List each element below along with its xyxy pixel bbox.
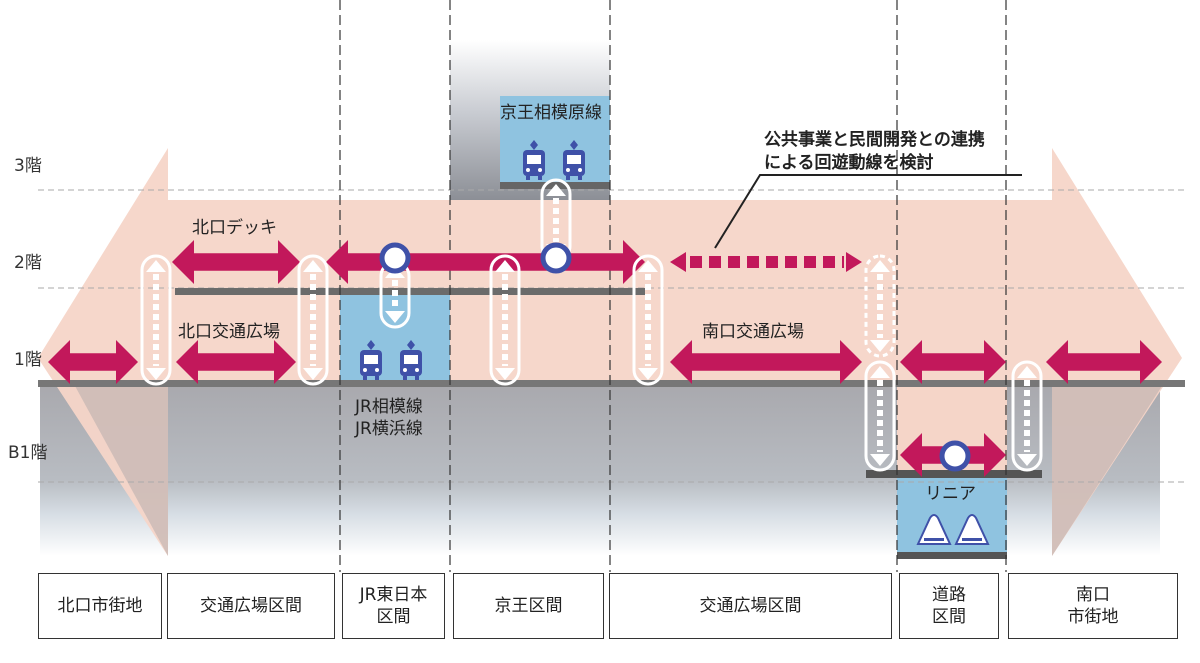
keio-train-icon-1-light-right (538, 168, 542, 172)
jr-train-icon-1-wheel-right (375, 376, 379, 380)
floor-label-b1: B1階 (8, 443, 47, 463)
south-upper-vertical-up-head (870, 260, 890, 272)
section-south-plaza: 交通広場区間 (609, 573, 892, 639)
north-plaza-vertical-1 (140, 254, 172, 386)
jr-train-icon-2-window (404, 355, 418, 364)
south-plaza-1f-arrow (670, 340, 862, 384)
linear-train-icon-2 (954, 514, 990, 545)
keio-line-label: 京王相模原線 (500, 103, 602, 123)
section-dividers (339, 0, 1007, 572)
keio-train-icon-2-pantograph (570, 140, 578, 150)
keio-platform-zone (500, 96, 610, 184)
keio-train-icon-1-wheel-right (538, 176, 542, 180)
collaboration-route-arrow-right-head (846, 252, 862, 272)
jr-train-icon-1-window (364, 355, 378, 364)
jr-train-icon-1-light-left (363, 368, 367, 372)
north-plaza-label: 北口交通広場 (178, 322, 280, 342)
linear-train-icon-1 (916, 514, 952, 545)
section-keio: 京王区間 (453, 573, 604, 639)
south-upper-vertical (864, 254, 896, 358)
keio-train-icon-1-light-left (526, 168, 530, 172)
jr-sagami-label: JR相模線 (354, 397, 423, 417)
keio-area-vertical-down-head (495, 368, 515, 380)
linear-train-icon-2-body (954, 514, 990, 545)
keio-area-vertical (489, 254, 521, 386)
jr-train-icon-1-wheel-left (363, 376, 367, 380)
keio-train-icon-2-window (567, 155, 581, 164)
keio-train-icon-1-window (527, 155, 541, 164)
jr-train-icon-2 (400, 340, 422, 380)
concourse-2f-arrow (326, 240, 645, 284)
jr-vertical-down-head (385, 311, 405, 323)
b1-slab (866, 470, 1042, 478)
south-plaza-vertical-up-head (638, 260, 658, 272)
south-city-b1-vertical-up-head (1017, 366, 1037, 378)
jr-train-icon-2-wheel-left (403, 376, 407, 380)
jr-train-icon-1-light-right (375, 368, 379, 372)
collaboration-route-arrow-left-head (670, 252, 686, 272)
north-city-1f-arrow (48, 340, 138, 384)
section-north-plaza: 交通広場区間 (167, 573, 335, 639)
floor-label-3f: 3階 (14, 156, 42, 176)
floor-label-2f: 2階 (14, 253, 42, 273)
south-upper-vertical-down-head (870, 340, 890, 352)
south-b1-vertical-down-head (870, 454, 890, 466)
keio-train-icon-2-wheel-left (566, 176, 570, 180)
keio-train-icon-2 (563, 140, 585, 180)
jr-train-icon-2-light-right (415, 368, 419, 372)
linear-train-icon-1-body (916, 514, 952, 545)
section-jr-east: JR東日本 区間 (342, 573, 445, 639)
keio-train-icon-2-light-left (566, 168, 570, 172)
north-plaza-vertical-2-down-head (303, 368, 323, 380)
jr-train-icon-1-pantograph (367, 340, 375, 350)
north-deck-arrow (172, 240, 300, 284)
south-b1-vertical-up-head (870, 366, 890, 378)
south-plaza-label: 南口交通広場 (702, 322, 804, 342)
linear-train-icon-2-stripe (962, 538, 982, 541)
north-plaza-vertical-1-down-head (146, 368, 166, 380)
keio-train-icon-1-pantograph (530, 140, 538, 150)
jr-train-icon-2-wheel-right (415, 376, 419, 380)
keio-train-icon-2-light-right (578, 168, 582, 172)
south-plaza-vertical (632, 254, 664, 386)
keio-train-icon-2-wheel-right (578, 176, 582, 180)
linear-platform-zone (897, 478, 1007, 552)
callout-text-line2: による回遊動線を検討 (764, 152, 934, 173)
south-city-b1-vertical (1011, 360, 1043, 472)
jr-station-ring (379, 242, 411, 274)
linear-train-icon-1-stripe (924, 538, 944, 541)
north-plaza-1f-arrow (176, 340, 296, 384)
north-plaza-vertical-2 (297, 254, 329, 386)
keio-area-vertical-up-head (495, 260, 515, 272)
section-road: 道路 区間 (899, 573, 999, 639)
north-plaza-vertical-2-up-head (303, 260, 323, 272)
north-plaza-vertical-1-up-head (146, 260, 166, 272)
floor-label-1f: 1階 (14, 350, 42, 370)
ground-slab-1f (38, 380, 1185, 387)
south-city-b1-vertical-down-head (1017, 454, 1037, 466)
keio-train-icon-1-wheel-left (526, 176, 530, 180)
jr-yokohama-label: JR横浜線 (354, 419, 423, 439)
keio-station-ring (540, 242, 572, 274)
callout-text-line1: 公共事業と民間開発との連携 (764, 129, 985, 150)
keio-train-icon-1 (523, 140, 545, 180)
road-1f-arrow (900, 340, 1006, 384)
linear-platform-slab (897, 552, 1007, 559)
jr-train-icon-2-pantograph (407, 340, 415, 350)
linear-label: リニア (925, 484, 976, 504)
south-b1-vertical (864, 360, 896, 472)
jr-train-icon-2-light-left (403, 368, 407, 372)
north-deck-label: 北口デッキ (192, 217, 277, 238)
south-city-1f-arrow (1046, 340, 1162, 384)
keio-line-vertical-up-head (546, 184, 566, 196)
section-south-city: 南口 市街地 (1008, 573, 1178, 639)
jr-train-icon-1 (360, 340, 382, 380)
callout-leader-line (714, 174, 1022, 249)
jr-platform-zone (340, 294, 450, 384)
north-arrow-shadow (75, 386, 168, 556)
south-arrow-shadow (1052, 386, 1162, 556)
south-plaza-vertical-down-head (638, 368, 658, 380)
section-north-city: 北口市街地 (38, 573, 162, 639)
linear-station-ring (939, 440, 971, 472)
